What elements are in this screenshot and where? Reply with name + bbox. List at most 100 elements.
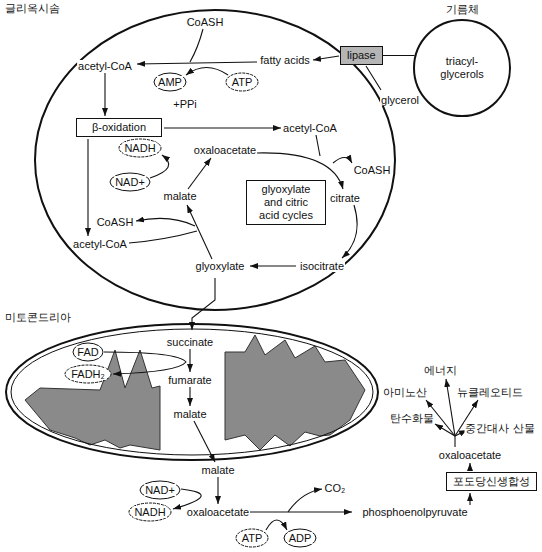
enzyme-box: lipase xyxy=(340,46,383,65)
node-text: β-oxidation xyxy=(83,121,155,134)
cofactor-oval xyxy=(154,73,186,91)
organelle-name: 기름체 xyxy=(414,3,510,16)
node-text: 포도당신생합성 xyxy=(453,475,530,488)
lipid-body: 기름체triacyl- glycerols xyxy=(414,20,510,116)
pathway-arrow xyxy=(104,73,105,116)
pathway-arrow xyxy=(189,387,190,406)
metabolite-label: isocitrate xyxy=(299,260,345,272)
metabolite-label: CoASH xyxy=(186,16,225,28)
node-text: lipase xyxy=(347,49,376,62)
cofactor-oval xyxy=(226,73,258,91)
cofactor-oval xyxy=(129,503,171,521)
pathway-arrow xyxy=(188,158,211,189)
organelle-name: 미토콘드리아 xyxy=(5,311,71,324)
metabolite-label: malate xyxy=(172,408,207,420)
metabolite-label: 탄수화물 xyxy=(389,412,435,424)
metabolite-label: malate xyxy=(200,464,235,476)
cofactor-oval xyxy=(140,481,180,499)
metabolite-label: malate xyxy=(162,190,197,202)
pathway-arrow xyxy=(87,139,88,236)
connector xyxy=(192,278,215,330)
organelle-outline: 미토콘드리아 xyxy=(6,330,378,460)
pathway-arrow xyxy=(217,477,218,504)
pathway-arrow xyxy=(446,379,455,436)
pathway-line xyxy=(190,29,203,62)
outline-svg xyxy=(2,2,392,278)
membrane xyxy=(11,329,373,455)
pathway-arrow xyxy=(104,352,186,374)
node-text: glyoxylate and citric acid cycles xyxy=(253,183,319,222)
pathway-line xyxy=(129,231,197,243)
node-text: triacyl- glycerols xyxy=(427,55,497,81)
membrane xyxy=(6,324,378,460)
cristae xyxy=(25,335,365,450)
crista-fold xyxy=(25,350,160,450)
metabolite-label: 중간대사 산물 xyxy=(464,422,535,434)
metabolite-label: ADP xyxy=(288,532,313,544)
pathway-line xyxy=(316,135,320,156)
pathway-arrow xyxy=(435,424,455,436)
metabolite-label: oxaloacetate xyxy=(193,144,257,156)
metabolite-label: glyoxylate xyxy=(195,260,246,272)
cofactor-oval xyxy=(284,529,316,547)
membrane xyxy=(35,10,395,310)
metabolite-label: acetyl-CoA xyxy=(72,238,128,250)
metabolite-label: FAD xyxy=(76,346,99,358)
metabolite-label: NADH xyxy=(133,506,166,518)
pathway-arrow xyxy=(469,493,470,505)
process-box: β-oxidation xyxy=(76,118,162,137)
metabolite-label: acetyl-CoA xyxy=(282,122,338,134)
pathway-arrow xyxy=(136,218,195,226)
metabolite-label: NAD+ xyxy=(114,176,146,188)
cofactor-oval xyxy=(65,365,111,383)
metabolite-label: fatty acids xyxy=(259,54,311,66)
cofactor-oval xyxy=(236,529,268,547)
metabolite-label: oxaloacetate xyxy=(438,449,502,461)
organelle-outline: 글리옥시솜 β-oxidation glyoxylate and citric ac… xyxy=(2,2,392,278)
metabolite-label: NAD+ xyxy=(144,484,176,496)
cofactor-oval xyxy=(119,139,161,157)
metabolite-label: +PPi xyxy=(172,98,198,110)
metabolite-label: FADH₂ xyxy=(70,368,106,380)
metabolite-label: 아미노산 xyxy=(382,386,428,398)
metabolite-label: acetyl-CoA xyxy=(77,60,133,72)
metabolite-label: ATP xyxy=(231,76,254,88)
metabolite-label: glycerol xyxy=(380,94,420,106)
organelle-name: 글리옥시솜 xyxy=(5,2,60,15)
cofactor-ovals xyxy=(65,73,316,547)
cofactor-oval xyxy=(110,173,150,191)
outline-svg xyxy=(6,330,378,460)
pathway-arrow xyxy=(250,265,296,266)
pathway-arrow xyxy=(186,68,228,76)
pathway-line xyxy=(366,66,381,90)
pathway-arrow xyxy=(137,62,257,64)
pathway-arrow xyxy=(164,127,281,128)
metabolite-label: citrate xyxy=(329,192,361,204)
pathway-arrow xyxy=(250,511,352,512)
metabolite-label: 에너지 xyxy=(423,364,458,376)
pathway-arrows xyxy=(88,29,478,530)
metabolite-label: CO₂ xyxy=(324,482,347,494)
pathway-arrow xyxy=(333,158,352,164)
pathway-arrow xyxy=(313,56,339,60)
metabolite-label: NADH xyxy=(123,142,156,154)
pathway-arrow xyxy=(342,205,357,258)
process-box: glyoxylate and citric acid cycles xyxy=(246,180,326,225)
pathway-arrow xyxy=(469,463,470,471)
metabolite-label: succinate xyxy=(166,336,214,348)
pathway-arrow xyxy=(189,349,190,372)
connector xyxy=(383,55,414,57)
cofactor-oval xyxy=(73,343,103,361)
membrane xyxy=(414,20,510,116)
process-box: 포도당신생합성 xyxy=(446,472,537,491)
pathway-arrow xyxy=(194,421,215,462)
pathway-line xyxy=(454,436,455,447)
metabolite-label: ATP xyxy=(241,532,264,544)
metabolite-label: CoASH xyxy=(96,216,135,228)
pathway-arrow xyxy=(150,155,169,178)
metabolite-label: oxaloacetate xyxy=(186,506,250,518)
pathway-arrow xyxy=(266,520,287,530)
metabolite-label: fumarate xyxy=(167,374,212,386)
